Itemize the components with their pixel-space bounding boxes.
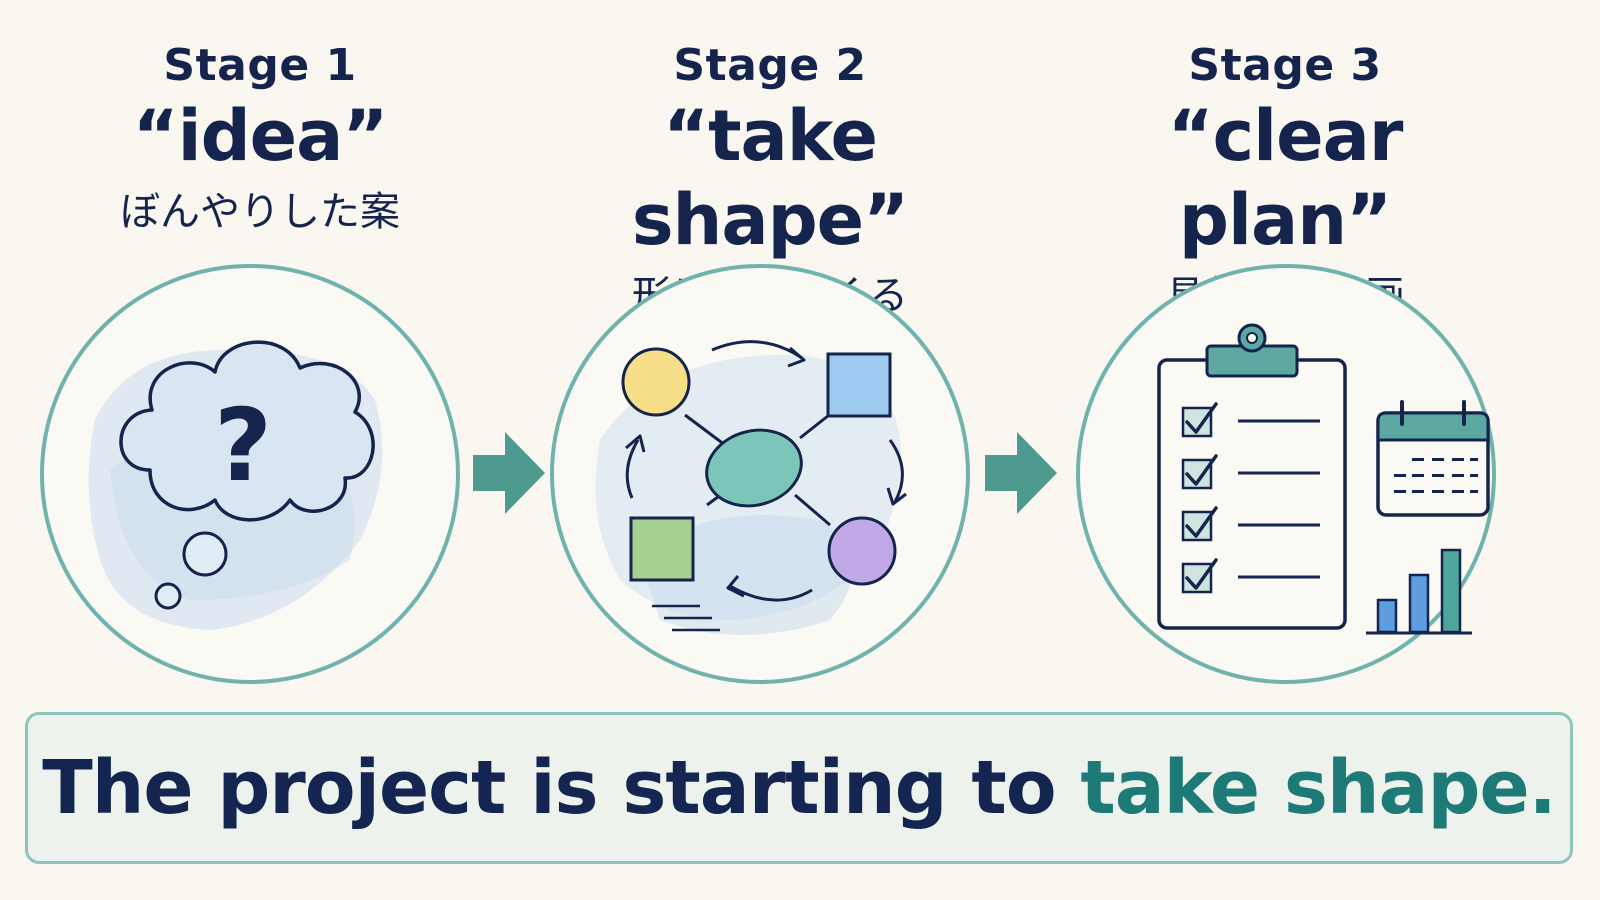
bar-chart-icon (1366, 548, 1472, 635)
svg-text:?: ? (214, 387, 272, 504)
summary-text-main: The project is starting to (42, 745, 1081, 831)
stage-1-header: Stage 1 “idea” ぼんやりした案 (45, 38, 475, 240)
thought-cloud-question-icon: ? (88, 340, 383, 630)
right-arrow-icon (473, 432, 545, 514)
stage-3-quote: “clear plan” (1167, 95, 1404, 261)
summary-text-highlight: take shape. (1080, 745, 1556, 831)
summary-banner: The project is starting to take shape. (25, 712, 1573, 864)
stage-2-header: Stage 2 “take shape” 形になってくる (555, 38, 985, 324)
stage-illustrations: ? (40, 264, 1496, 684)
clipboard-checklist-calendar-chart-icon (1157, 323, 1490, 635)
stage-2-label: Stage 2 (673, 40, 867, 91)
checklist-items (1181, 402, 1320, 594)
stage-1-japanese: ぼんやりした案 (120, 189, 400, 235)
right-arrow-icon (985, 432, 1057, 514)
connected-shapes-cycle-icon (595, 340, 907, 635)
stage-3-label: Stage 3 (1188, 40, 1382, 91)
stage-1-quote: “idea” (132, 95, 389, 177)
summary-sentence: The project is starting to take shape. (42, 745, 1557, 831)
stage-2-quote: “take shape” (631, 95, 909, 261)
calendar-icon (1376, 400, 1490, 517)
stage-1-label: Stage 1 (163, 40, 357, 91)
